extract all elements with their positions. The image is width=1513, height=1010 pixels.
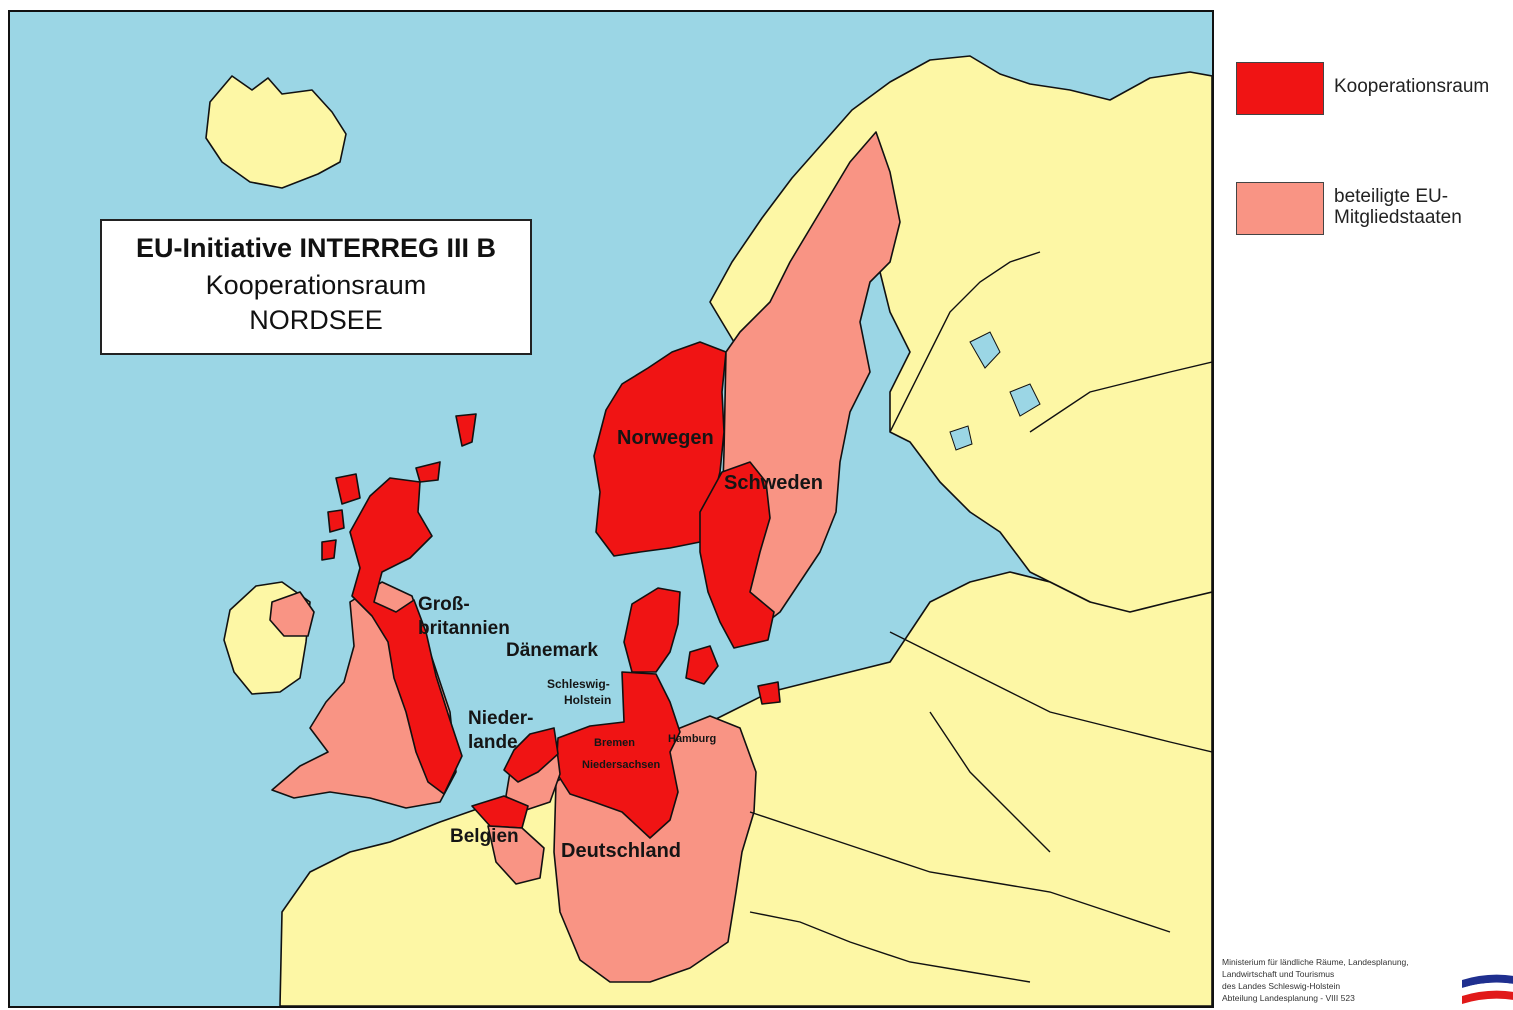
- belgium-coop: [471, 795, 529, 829]
- legend-label-members: beteiligte EU-Mitgliedstaaten: [1334, 186, 1462, 228]
- label-schleswig: Schleswig-: [547, 677, 610, 691]
- credit-line-3: des Landes Schleswig-Holstein: [1222, 981, 1341, 991]
- legend-swatch-members: [1236, 182, 1324, 235]
- label-norwegen: Norwegen: [617, 427, 714, 449]
- legend-swatch-cooperation: [1236, 62, 1324, 115]
- state-flag-logo: [1462, 974, 1513, 1004]
- label-daenemark: Dänemark: [506, 640, 598, 661]
- internal-borders: [749, 251, 1212, 983]
- belgium-member: [487, 825, 545, 885]
- legend-label-cooperation: Kooperationsraum: [1334, 76, 1490, 97]
- title-line-1: EU-Initiative INTERREG III B: [135, 233, 497, 263]
- label-gross: Groß-: [418, 594, 470, 615]
- map-panel: Norwegen Schweden Groß- britannien Dänem…: [8, 10, 1214, 1008]
- label-hamburg: Hamburg: [668, 733, 716, 745]
- label-bremen: Bremen: [594, 737, 635, 749]
- title-box: EU-Initiative INTERREG III B Kooperation…: [100, 219, 532, 355]
- title-line-2: Kooperationsraum: [205, 270, 427, 300]
- denmark-coop: [623, 587, 781, 705]
- iceland: [205, 75, 347, 189]
- netherlands-coop: [503, 727, 559, 783]
- legend: Kooperationsraum beteiligte EU-Mitglieds…: [1214, 10, 1513, 1008]
- europe-map: Norwegen Schweden Groß- britannien Dänem…: [10, 12, 1212, 1006]
- germany-coop: [555, 671, 681, 839]
- scotland-islands: [321, 413, 477, 561]
- finland-lakes: [949, 331, 1041, 451]
- label-deutschland: Deutschland: [561, 840, 681, 862]
- credit-line-2: Landwirtschaft und Tourismus: [1222, 969, 1335, 979]
- label-belgien: Belgien: [450, 826, 519, 847]
- sweden-coop: [699, 461, 775, 649]
- label-nieder: Nieder-: [468, 708, 533, 729]
- label-schweden: Schweden: [724, 472, 823, 494]
- credit-line-1: Ministerium für ländliche Räume, Landesp…: [1222, 957, 1409, 967]
- northern-ireland: [269, 591, 315, 637]
- title-line-3: NORDSEE: [249, 305, 383, 335]
- great-britain-coop: [349, 477, 463, 795]
- label-britannien: britannien: [418, 618, 510, 639]
- label-holstein: Holstein: [564, 693, 611, 707]
- label-niedersachsen: Niedersachsen: [582, 759, 661, 771]
- label-lande: lande: [468, 732, 518, 753]
- credit-line-4: Abteilung Landesplanung - VIII 523: [1222, 993, 1355, 1003]
- credits: Ministerium für ländliche Räume, Landesp…: [1222, 956, 1462, 1004]
